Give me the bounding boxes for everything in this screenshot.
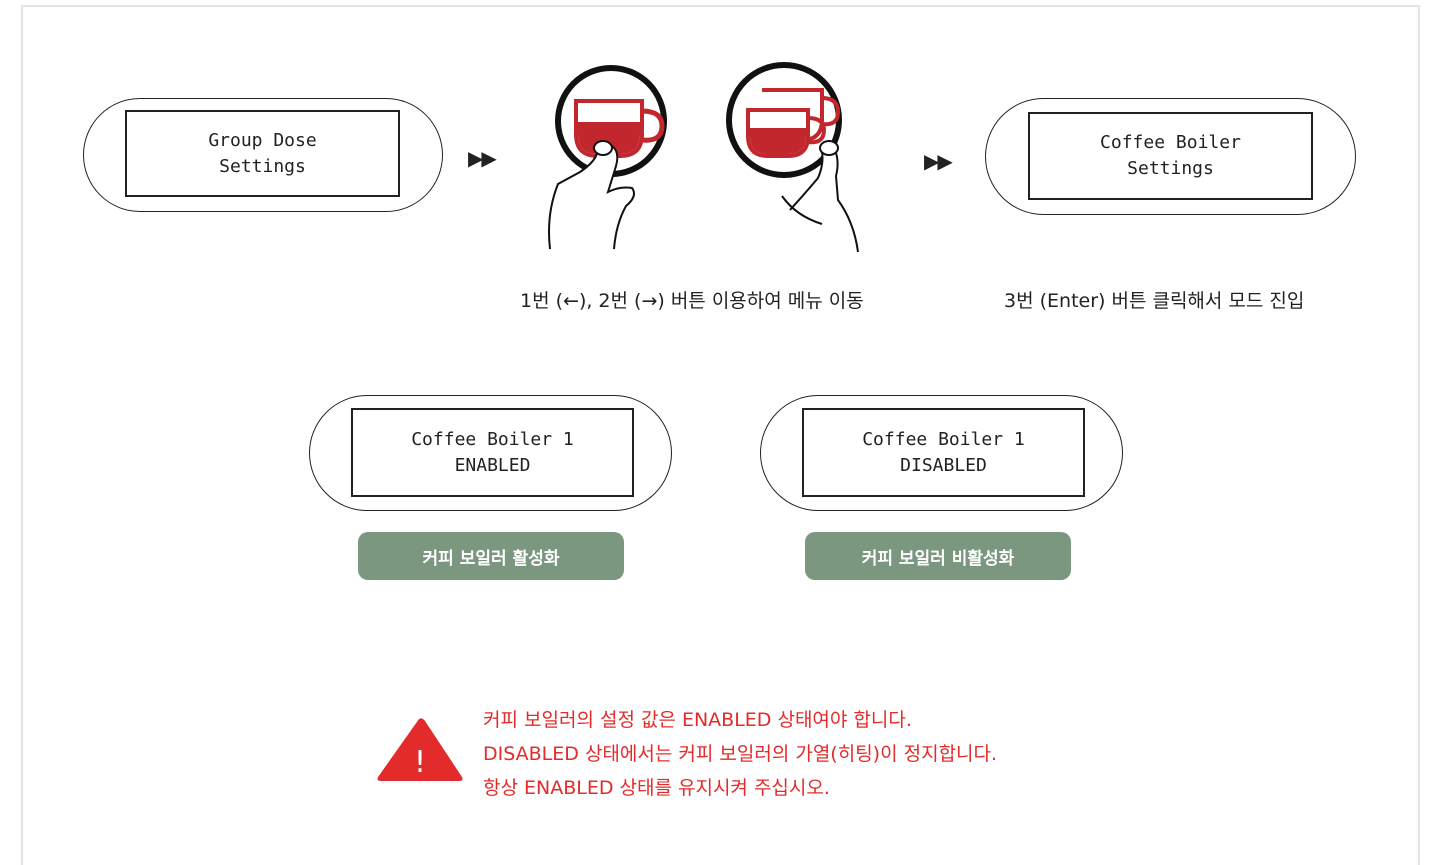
warning-mark: ! bbox=[414, 745, 426, 780]
lcd-line-1: Group Dose bbox=[208, 129, 317, 151]
lcd-line-2: Settings bbox=[1127, 158, 1214, 179]
next-arrow-1: ▶▶ bbox=[468, 146, 497, 170]
lcd-line-1: Coffee Boiler bbox=[1100, 132, 1241, 153]
caption-enter: 3번 (Enter) 버튼 클릭해서 모드 진입 bbox=[1004, 290, 1305, 312]
next-arrow-2: ▶▶ bbox=[924, 149, 953, 173]
diagram-frame bbox=[21, 5, 1420, 865]
display-coffee-boiler-settings: Coffee Boiler Settings bbox=[985, 98, 1356, 215]
lcd-line-1: Coffee Boiler 1 bbox=[862, 428, 1025, 450]
warning-triangle-icon: ! bbox=[377, 718, 463, 781]
warning-line-2: DISABLED 상태에서는 커피 보일러의 가열(히팅)이 정지합니다. bbox=[483, 743, 998, 765]
lcd-screen: Coffee Boiler 1 ENABLED bbox=[351, 408, 634, 497]
single-cup-button-icon bbox=[548, 65, 667, 250]
warning-line-3: 항상 ENABLED 상태를 유지시켜 주십시오. bbox=[483, 777, 830, 799]
lcd-line-2: Settings bbox=[219, 155, 306, 177]
display-boiler-enabled: Coffee Boiler 1 ENABLED bbox=[309, 395, 672, 511]
caption-navigation: 1번 (←), 2번 (→) 버튼 이용하여 메뉴 이동 bbox=[520, 290, 864, 312]
label-boiler-disabled: 커피 보일러 비활성화 bbox=[805, 532, 1071, 580]
lcd-screen: Coffee Boiler 1 DISABLED bbox=[802, 408, 1085, 497]
label-boiler-enabled: 커피 보일러 활성화 bbox=[358, 532, 624, 580]
display-group-dose: Group Dose Settings bbox=[83, 98, 443, 212]
lcd-screen: Group Dose Settings bbox=[125, 110, 400, 197]
double-cup-button-icon bbox=[726, 62, 859, 253]
display-boiler-disabled: Coffee Boiler 1 DISABLED bbox=[760, 395, 1123, 511]
lcd-line-2: DISABLED bbox=[900, 454, 987, 476]
lcd-screen: Coffee Boiler Settings bbox=[1028, 112, 1313, 200]
lcd-line-1: Coffee Boiler 1 bbox=[411, 428, 574, 450]
warning-line-1: 커피 보일러의 설정 값은 ENABLED 상태여야 합니다. bbox=[483, 709, 912, 731]
lcd-line-2: ENABLED bbox=[454, 454, 531, 476]
warning-message: 커피 보일러의 설정 값은 ENABLED 상태여야 합니다. DISABLED… bbox=[483, 703, 997, 805]
